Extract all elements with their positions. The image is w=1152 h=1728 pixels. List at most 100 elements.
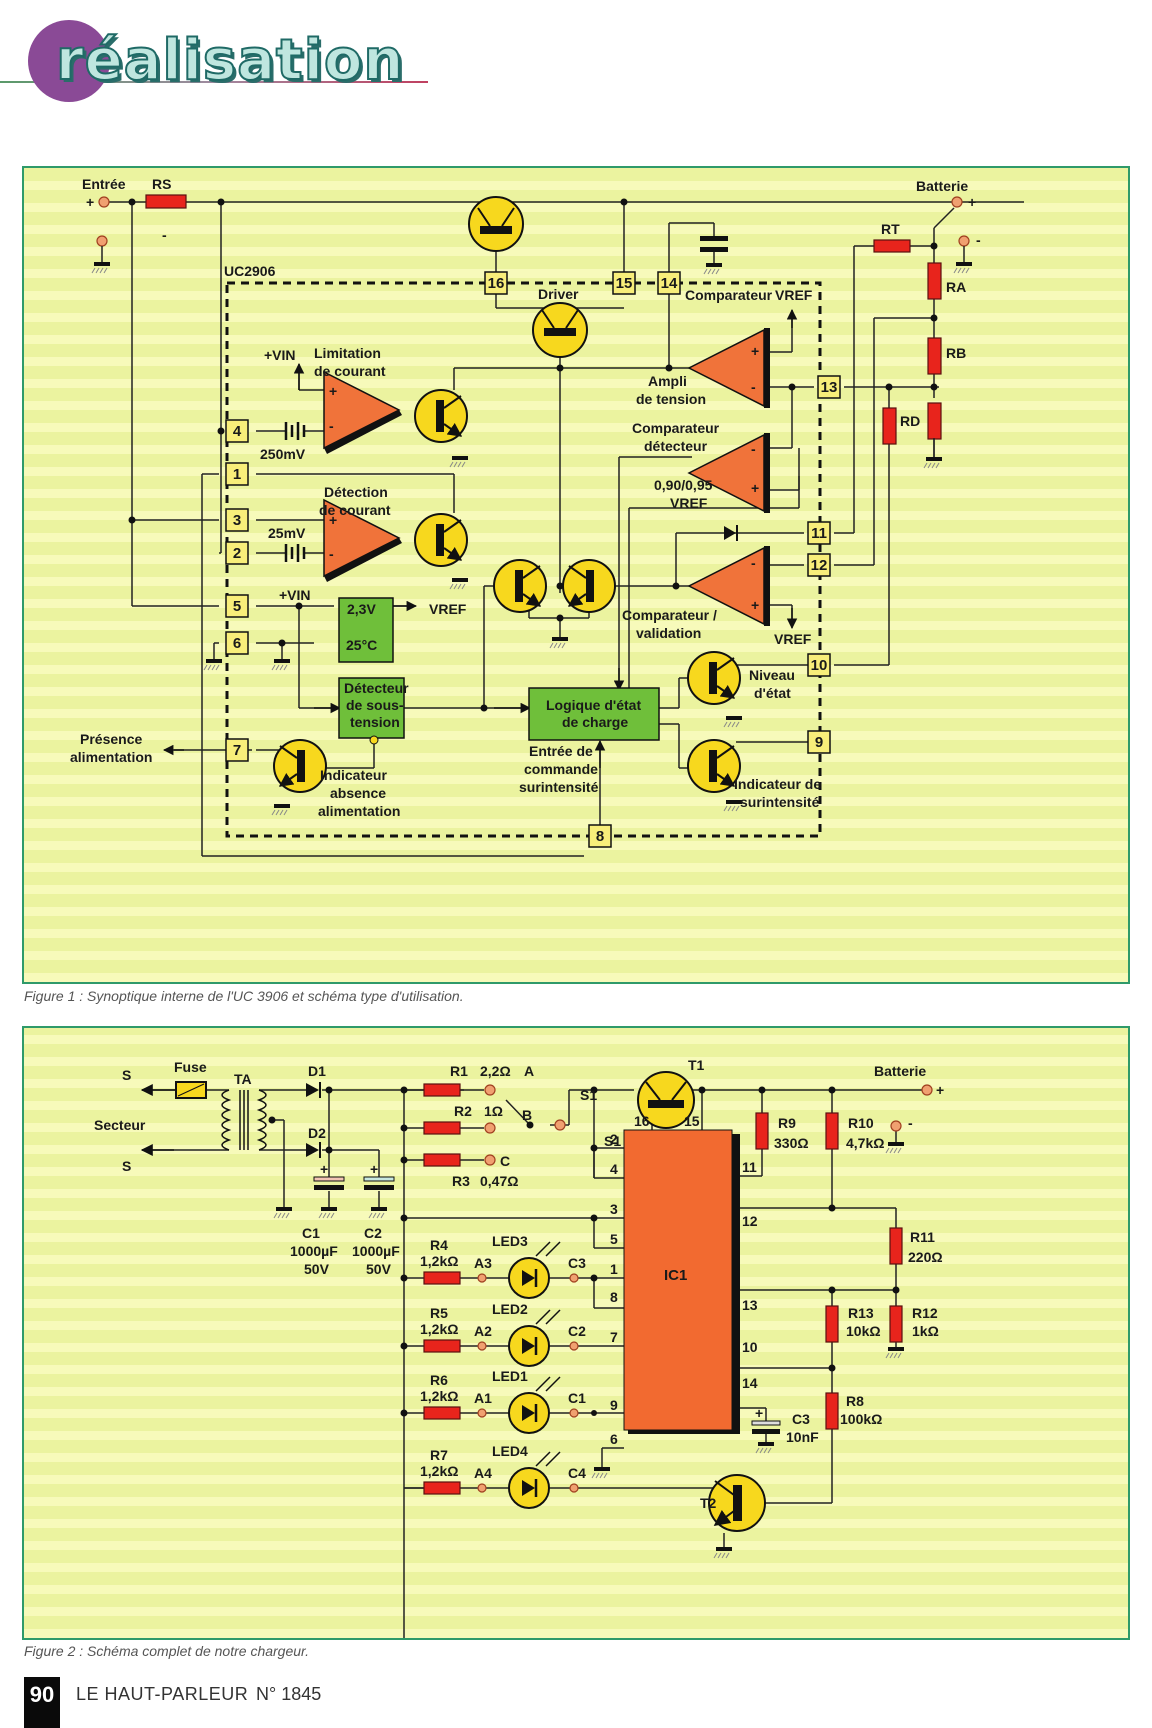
resistor-r9 — [755, 1112, 769, 1150]
resistor-r2 — [423, 1121, 461, 1135]
pin-3: 3 — [225, 508, 249, 532]
label-r9: R9 — [778, 1115, 796, 1131]
label-r12: R12 — [912, 1305, 938, 1321]
label-entree-cmd-2: commande — [524, 761, 598, 777]
label-rs: RS — [152, 176, 171, 192]
label-c3: C3 — [792, 1411, 810, 1427]
label-led1: LED1 — [492, 1368, 528, 1384]
label-s-top: S — [122, 1067, 131, 1083]
label-r13: R13 — [848, 1305, 874, 1321]
pin-label: 13 — [821, 379, 838, 396]
ic1-pin-14: 14 — [742, 1375, 758, 1391]
label-indic-sur-2: surintensité — [740, 794, 820, 810]
label-r3: R3 — [452, 1173, 470, 1189]
ic1 — [623, 1129, 733, 1431]
label-r2-value: 1Ω — [484, 1103, 503, 1119]
led1 — [507, 1391, 551, 1435]
led3 — [507, 1256, 551, 1300]
label-c1-node: C1 — [568, 1390, 586, 1406]
chip-name: UC2906 — [224, 263, 276, 279]
label-indic-sur-1: Indicateur de — [734, 776, 821, 792]
figure-1-caption: Figure 1 : Synoptique interne de l'UC 39… — [24, 988, 464, 1004]
label-logique-1: Logique d'état — [546, 697, 641, 713]
label-switch-a: A — [524, 1063, 534, 1079]
label-r6-value: 1,2kΩ — [420, 1388, 458, 1404]
label-r1: R1 — [450, 1063, 468, 1079]
label-battery: Batterie — [874, 1063, 926, 1079]
pin-label: 15 — [616, 275, 633, 292]
label-detecteur-3: tension — [350, 714, 400, 730]
header-rule — [0, 81, 428, 83]
label-battery: Batterie — [916, 178, 968, 194]
label-indic-abs-3: alimentation — [318, 803, 400, 819]
pin-15: 15 — [612, 271, 636, 295]
label-ampli-2: de tension — [636, 391, 706, 407]
resistor-ra — [927, 262, 942, 300]
figure-2-caption: Figure 2 : Schéma complet de notre charg… — [24, 1643, 310, 1659]
svg-text:-: - — [329, 418, 334, 434]
label-vref-bottom: VREF — [774, 631, 812, 647]
label-r11-value: 220Ω — [908, 1249, 943, 1265]
reference-block — [338, 597, 394, 663]
resistor-r11 — [889, 1227, 903, 1265]
label-led4: LED4 — [492, 1443, 528, 1459]
resistor-r5 — [423, 1339, 461, 1353]
label-logique-2: de charge — [562, 714, 628, 730]
resistor-rs — [145, 194, 187, 209]
label-limitation-1: Limitation — [314, 345, 381, 361]
label-r6: R6 — [430, 1372, 448, 1388]
absence-alim-transistor — [274, 740, 326, 792]
pass-transistor — [468, 196, 524, 252]
inverter-bubble — [369, 735, 379, 745]
capacitor-c3: + — [751, 1405, 781, 1434]
label-t1: T1 — [688, 1057, 705, 1073]
ic1-pin-16: 16 — [634, 1113, 650, 1129]
ic1-pin-8: 8 — [610, 1289, 618, 1305]
ic1-pin-2: 2 — [610, 1131, 618, 1147]
label-secteur: Secteur — [94, 1117, 146, 1133]
pin-label: 6 — [233, 635, 241, 652]
label-ref-voltage: 2,3V — [347, 601, 376, 617]
diff-pair-transistor-left — [494, 560, 546, 612]
label-input-plus: + — [86, 194, 94, 210]
magazine-name: LE HAUT-PARLEUR — [76, 1684, 249, 1704]
label-entree-cmd-1: Entrée de — [529, 743, 593, 759]
label-presence-2: alimentation — [70, 749, 152, 765]
resistor-r3 — [423, 1153, 461, 1167]
transistor-t2 — [708, 1474, 766, 1532]
resistor-rd — [882, 407, 897, 445]
pin-label: 14 — [661, 275, 678, 292]
limitation-transistor — [415, 390, 467, 442]
ic1-pin-9: 9 — [610, 1397, 618, 1413]
label-r4-value: 1,2kΩ — [420, 1253, 458, 1269]
label-c2-node: C2 — [568, 1323, 586, 1339]
label-niveau-1: Niveau — [749, 667, 795, 683]
label-detecteur-1: Détecteur — [344, 680, 409, 696]
ic1-pin-3: 3 — [610, 1201, 618, 1217]
label-c1: C1 — [302, 1225, 320, 1241]
header-circle-logo — [28, 20, 110, 102]
ic1-pin-12: 12 — [742, 1213, 758, 1229]
resistor-r1 — [423, 1083, 461, 1097]
diode-pin11 — [724, 525, 738, 541]
battery-minus-terminal — [958, 235, 970, 247]
diode-d1 — [306, 1082, 321, 1098]
label-ratio-vref: VREF — [670, 495, 708, 511]
svg-text:-: - — [329, 546, 334, 562]
label-c2: C2 — [364, 1225, 382, 1241]
label-a4: A4 — [474, 1465, 492, 1481]
pin-label: 11 — [811, 525, 827, 542]
label-detection-1: Détection — [324, 484, 388, 500]
label-s-bottom: S — [122, 1158, 131, 1174]
label-niveau-2: d'état — [754, 685, 791, 701]
diff-pair-transistor-right — [563, 560, 615, 612]
label-fuse: Fuse — [174, 1059, 207, 1075]
label-switch-c: C — [500, 1153, 510, 1169]
pin-11: 11 — [807, 521, 831, 545]
decoupling-capacitor — [700, 236, 728, 276]
pin-1: 1 — [225, 462, 249, 486]
pin-label: 16 — [488, 275, 505, 292]
surintensite-transistor — [688, 740, 740, 792]
label-r7-value: 1,2kΩ — [420, 1463, 458, 1479]
label-r5-value: 1,2kΩ — [420, 1321, 458, 1337]
